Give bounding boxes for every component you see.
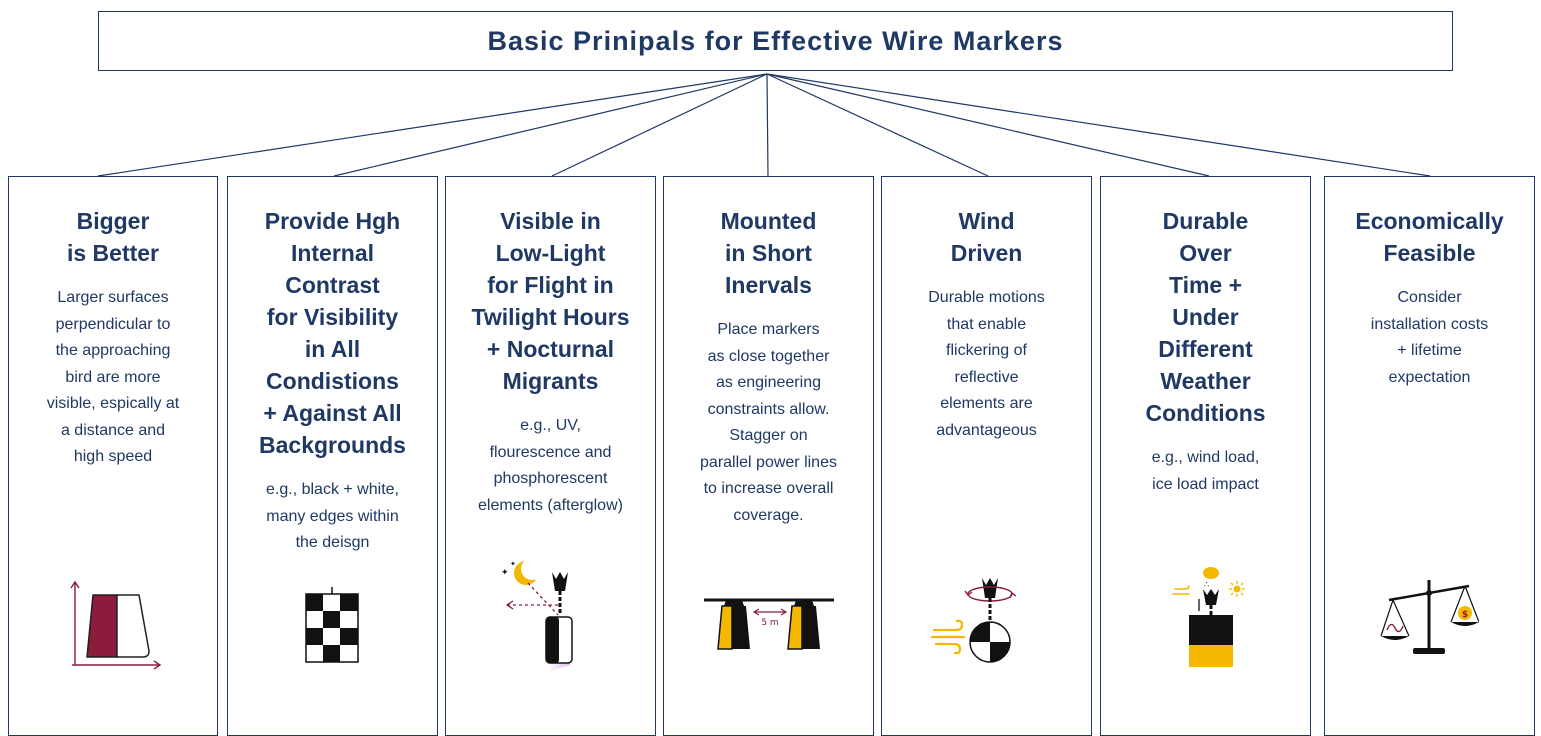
principle-description: Consider installation costs + lifetime e… <box>1370 289 1489 386</box>
principle-heading: Durable Over Time + Under Different Weat… <box>1145 208 1266 426</box>
connector-line-3 <box>551 73 768 177</box>
wind-spinner-marker-icon <box>930 578 1017 663</box>
principle-description: e.g., wind load, ice load impact <box>1151 449 1260 493</box>
principle-description: Durable motions that enable flickering o… <box>928 289 1045 439</box>
page-title: Basic Prinipals for Effective Wire Marke… <box>487 25 1064 56</box>
svg-text:✦: ✦ <box>510 560 516 568</box>
coin-symbol: $ <box>1462 610 1468 620</box>
connector-line-4 <box>766 73 769 177</box>
principle-heading: Wind Driven <box>950 208 1023 266</box>
principle-card-economical: Economically Feasible Consider installat… <box>1324 176 1535 736</box>
principle-description: e.g., black + white, many edges within t… <box>266 481 399 551</box>
svg-text:∴: ∴ <box>1204 580 1209 589</box>
marker-spacing-icon: 5 m <box>704 598 834 650</box>
weather-marker-icon: ∴ <box>1172 567 1245 667</box>
principle-description: Place markers as close together as engin… <box>700 321 837 524</box>
principle-card-durable: Durable Over Time + Under Different Weat… <box>1100 176 1311 736</box>
trapezoid-marker-size-icon <box>70 580 162 670</box>
principle-heading: Bigger is Better <box>66 208 160 266</box>
connector-line-7 <box>766 73 1431 177</box>
spacing-label: 5 m <box>761 618 778 628</box>
connector-line-2 <box>333 73 768 177</box>
principle-card-low-light: Visible in Low-Light for Flight in Twili… <box>445 176 656 736</box>
principle-description: Larger surfaces perpendicular to the app… <box>46 289 180 465</box>
svg-text:✦: ✦ <box>501 568 509 578</box>
principle-card-wind: Wind Driven Durable motions that enable … <box>881 176 1092 736</box>
principle-card-intervals: Mounted in Short Inervals Place markers … <box>663 176 874 736</box>
principle-card-bigger: Bigger is Better Larger surfaces perpend… <box>8 176 218 736</box>
checkerboard-marker-icon <box>305 587 359 663</box>
principle-heading: Provide Hgh Internal Contrast for Visibi… <box>259 208 406 458</box>
balance-scale-icon: $ <box>1380 580 1479 654</box>
principle-heading: Economically Feasible <box>1355 208 1504 266</box>
connector-line-6 <box>766 73 1210 177</box>
principle-heading: Mounted in Short Inervals <box>720 208 817 298</box>
moon-glow-marker-icon: ✦ ✦ <box>501 558 573 672</box>
principle-card-contrast: Provide Hgh Internal Contrast for Visibi… <box>227 176 438 736</box>
connector-line-1 <box>97 73 768 177</box>
principle-heading: Visible in Low-Light for Flight in Twili… <box>471 208 630 394</box>
principle-description: e.g., UV, flourescence and phosphorescen… <box>478 417 623 514</box>
connector-line-5 <box>766 73 989 177</box>
title-box: Basic Prinipals for Effective Wire Marke… <box>98 11 1453 71</box>
